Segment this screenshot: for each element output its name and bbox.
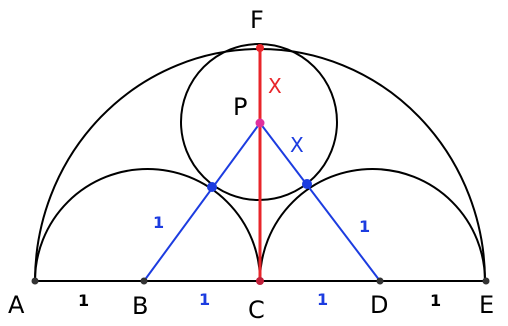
- segment-bp: [143, 122, 261, 282]
- point-a-label: A: [8, 291, 25, 319]
- point-p-dot: [255, 118, 265, 128]
- segment-dp-label: 1: [359, 217, 370, 236]
- point-a-dot: [31, 277, 39, 285]
- right-semicircle-arc: [259, 168, 486, 282]
- segment-ab-label: 1: [78, 291, 89, 310]
- segment-dp: [259, 122, 381, 282]
- point-d-label: D: [370, 291, 388, 319]
- tangent-point-left-dot: [207, 182, 217, 192]
- point-d-dot: [376, 277, 384, 285]
- point-f-label: F: [250, 6, 264, 34]
- point-c-label: C: [248, 296, 265, 324]
- point-p-label: P: [233, 93, 247, 121]
- unknown-tangent-label: X: [290, 133, 304, 157]
- point-b-dot: [140, 277, 148, 285]
- segment-de-label: 1: [430, 291, 441, 310]
- point-e-dot: [482, 277, 490, 285]
- segment-bp-label: 1: [153, 213, 164, 232]
- segment-cd-label: 1: [317, 290, 328, 309]
- point-b-label: B: [132, 292, 148, 320]
- point-c-dot: [256, 277, 264, 285]
- tangent-point-right-dot: [302, 179, 312, 189]
- left-semicircle-arc: [34, 168, 261, 282]
- point-f-dot: [256, 44, 264, 52]
- segment-bc-label: 1: [199, 290, 210, 309]
- unknown-pf-label: X: [268, 74, 282, 98]
- point-e-label: E: [479, 291, 494, 319]
